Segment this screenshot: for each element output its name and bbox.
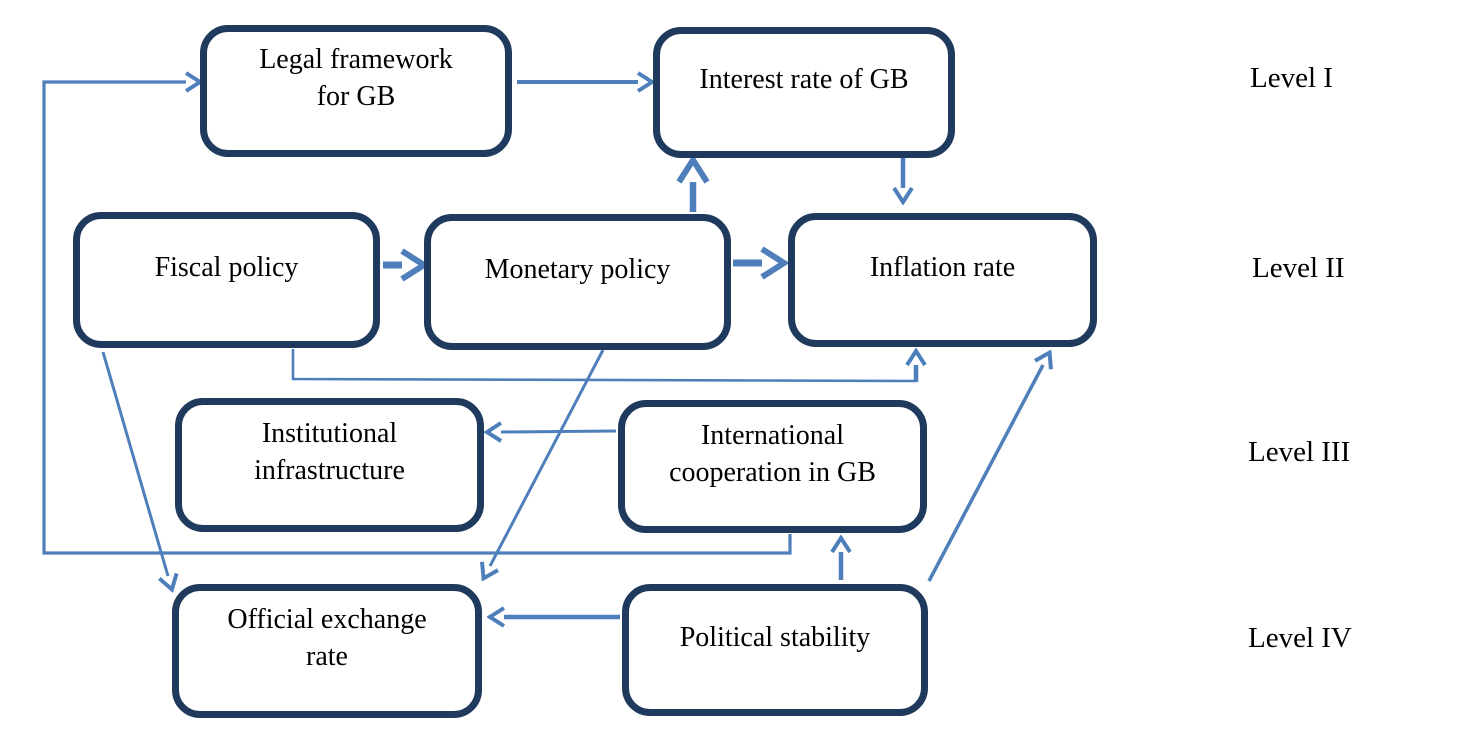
- node-official-exchange-rate-label: Official exchange rate: [227, 604, 427, 672]
- arrow-monetary-to-official-exchange: [490, 349, 605, 566]
- node-institutional-infrastructure-label: Institutional infrastructure: [254, 418, 405, 486]
- node-legal-framework: Legal framework for GB: [200, 25, 512, 157]
- node-institutional-infrastructure: Institutional infrastructure: [175, 398, 484, 532]
- level-label-1: Level I: [1250, 62, 1333, 94]
- node-international-cooperation-gb-label: International cooperation in GB: [669, 419, 876, 488]
- node-international-cooperation-gb: International cooperation in GB: [618, 400, 927, 533]
- level-label-4: Level IV: [1248, 622, 1352, 654]
- node-political-stability: Political stability: [622, 584, 928, 716]
- node-fiscal-policy: Fiscal policy: [73, 212, 380, 348]
- arrow-fiscal-to-official-exchange: [101, 351, 168, 576]
- level-label-2: Level II: [1252, 252, 1345, 284]
- node-legal-framework-label: Legal framework for GB: [259, 44, 453, 112]
- node-interest-rate-gb-label: Interest rate of GB: [699, 64, 909, 95]
- node-interest-rate-gb: Interest rate of GB: [653, 27, 955, 158]
- node-inflation-rate-label: Inflation rate: [869, 251, 1016, 283]
- arrow-fiscal-to-inflation-line: [291, 349, 917, 383]
- node-monetary-policy-label: Monetary policy: [484, 253, 671, 285]
- node-inflation-rate: Inflation rate: [788, 213, 1097, 347]
- arrow-intl-coop-to-institutional: [501, 431, 617, 432]
- node-monetary-policy: Monetary policy: [424, 214, 731, 350]
- level-label-3: Level III: [1248, 436, 1351, 468]
- arrow-intl-coop-to-legal-framework: [42, 82, 792, 555]
- arrow-political-to-inflation: [927, 365, 1043, 582]
- node-political-stability-label: Political stability: [679, 621, 871, 653]
- node-fiscal-policy-label: Fiscal policy: [154, 251, 299, 283]
- node-official-exchange-rate: Official exchange rate: [172, 584, 482, 718]
